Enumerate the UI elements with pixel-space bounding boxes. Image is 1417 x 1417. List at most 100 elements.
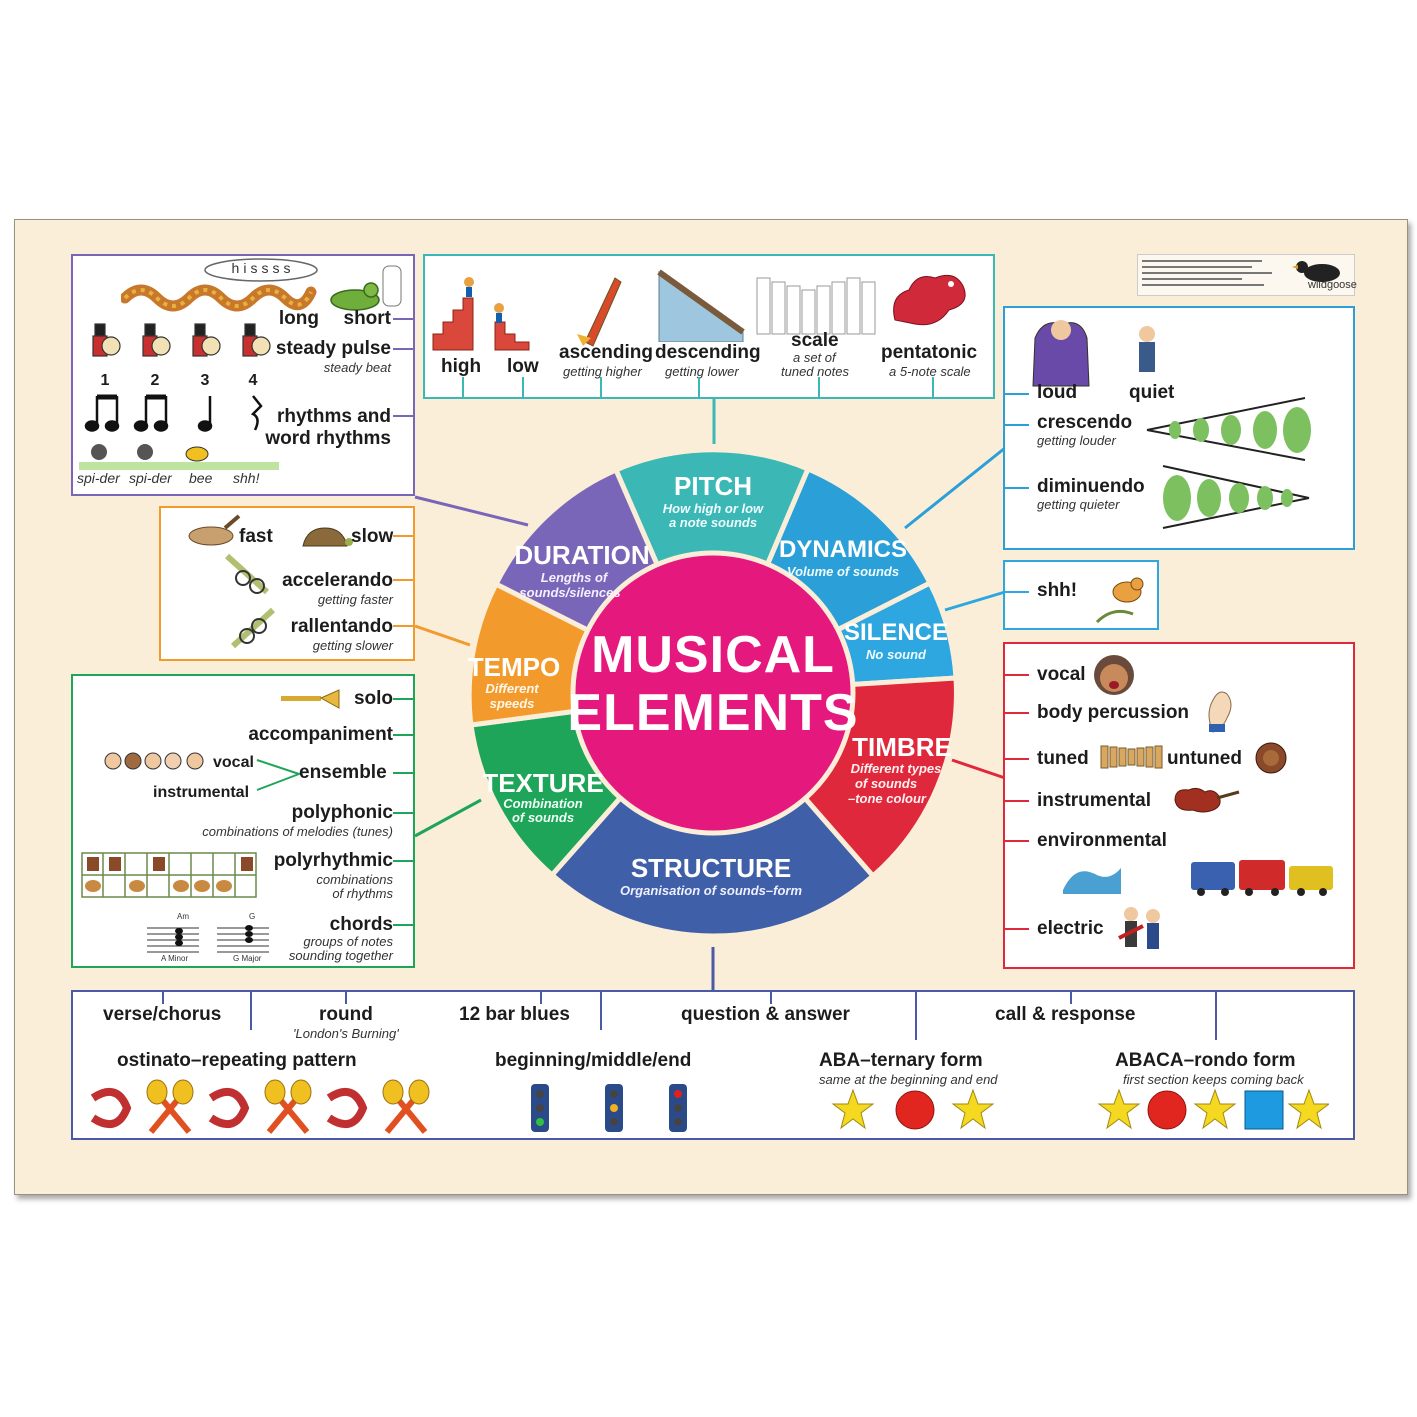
silence-ticks: [1005, 591, 1029, 593]
word-spider2: spi-der: [129, 470, 172, 486]
dynamics-loud: loud: [1037, 382, 1078, 403]
tempo-fast: fast: [239, 526, 273, 547]
singers-icon: [1032, 320, 1155, 387]
pitch-ascending: ascending: [559, 342, 653, 363]
structure-ostinato: ostinato–repeating pattern: [117, 1050, 357, 1071]
timbre-box: vocal body percussion tuned untuned inst…: [1003, 642, 1355, 969]
timbre-label: TIMBRE: [852, 732, 952, 762]
dynamics-desc1: Volume of sounds: [786, 564, 900, 579]
publisher-fineprint: [1142, 260, 1272, 286]
pitch-scale-sub2: tuned notes: [781, 364, 849, 379]
duration-desc2: sounds/silences: [519, 585, 621, 600]
pitch-descending: descending: [655, 342, 761, 363]
silence-label: SILENCE: [843, 619, 948, 646]
tempo-accelerando: accelerando: [282, 570, 393, 591]
rocket-icon: [577, 277, 622, 347]
chord-staff-2: [217, 925, 269, 953]
xylophone-icon: [1100, 745, 1163, 769]
tempo-ticks: [393, 535, 415, 627]
structure-round-sub: 'London's Burning': [293, 1026, 399, 1041]
timbre-electric: electric: [1037, 918, 1104, 939]
texture-ticks: [393, 698, 415, 926]
beat-2: 2: [150, 372, 160, 389]
connector-texture: [414, 798, 482, 838]
diminuendo-hairpin: [1162, 465, 1310, 529]
texture-polyrhythmic-sub1: combinations: [316, 872, 393, 887]
trumpet-icon: [281, 689, 340, 709]
aba-shapes-icon: [831, 1088, 995, 1130]
hiss-text: hissss: [231, 260, 295, 276]
abaca-shapes-icon: [1097, 1088, 1329, 1130]
dynamics-crescendo: crescendo: [1037, 412, 1133, 433]
pitch-pentatonic: pentatonic: [881, 342, 978, 363]
texture-chords: chords: [329, 914, 393, 935]
duration-label: DURATION: [514, 540, 650, 570]
pitch-scale: scale: [791, 330, 839, 351]
silence-shh: shh!: [1037, 580, 1078, 601]
steady-pulse: steady pulse: [275, 338, 391, 359]
poster: MUSICAL ELEMENTS PITCH How high or low a…: [14, 219, 1408, 1195]
structure-ticks: [162, 990, 1217, 1040]
violin-icon: [1174, 787, 1240, 813]
title-line1: MUSICAL: [591, 626, 835, 684]
xylophone-scale-icon: [756, 277, 876, 335]
drum-icon: [1255, 742, 1287, 774]
structure-box: verse/chorus round 'London's Burning' 12…: [71, 990, 1355, 1140]
timbre-instrumental: instrumental: [1037, 790, 1152, 811]
duration-box: hissss long short steady pulse steady be…: [71, 254, 415, 496]
pitch-desc1: How high or low: [662, 501, 764, 516]
duration-short: short: [343, 308, 392, 329]
snake-icon: [121, 258, 318, 312]
timbre-desc2: of sounds: [854, 776, 918, 791]
dynamics-box: loud quiet crescendo getting louder dimi…: [1003, 306, 1355, 550]
tempo-slow: slow: [351, 526, 394, 547]
pitch-pentatonic-sub: a 5-note scale: [889, 364, 971, 379]
chord1-top: Am: [177, 912, 189, 921]
chord-staff-1: [147, 927, 199, 953]
star-shape: [831, 1088, 875, 1130]
texture-instrumental: instrumental: [153, 784, 250, 801]
duration-ticks: [393, 318, 415, 417]
pitch-low: low: [507, 356, 539, 377]
texture-polyphonic: polyphonic: [291, 802, 393, 823]
timbre-tuned: tuned: [1037, 748, 1089, 769]
structure-abaca-sub: first section keeps coming back: [1123, 1072, 1304, 1087]
texture-polyphonic-sub: combinations of melodies (tunes): [202, 824, 393, 839]
structure-abaca: ABACA–rondo form: [1115, 1050, 1296, 1071]
choir-icon: [104, 752, 204, 770]
stairs-icons: [432, 277, 530, 351]
pitch-descending-sub: getting lower: [665, 364, 739, 379]
star-shape: [951, 1088, 995, 1130]
beat-4: 4: [248, 372, 258, 389]
timbre-desc1: Different types: [850, 761, 942, 776]
tempo-desc1: Different: [485, 681, 539, 696]
duration-desc1: Lengths of: [540, 570, 608, 585]
dynamics-crescendo-sub: getting louder: [1037, 433, 1116, 448]
structure-desc1: Organisation of sounds–form: [619, 883, 802, 898]
texture-desc2: of sounds: [511, 810, 575, 825]
steady-beat: steady beat: [323, 360, 391, 375]
tempo-rallentando: rallentando: [290, 616, 393, 637]
tempo-rallentando-sub: getting slower: [312, 638, 393, 653]
timbre-environmental: environmental: [1037, 830, 1167, 851]
tortoise-icon: [302, 527, 353, 547]
slide-icon: [657, 269, 745, 342]
texture-polyrhythmic: polyrhythmic: [273, 850, 393, 871]
timbre-desc3: –tone colour: [847, 791, 926, 806]
connector-dynamics: [904, 446, 1006, 530]
rhythms-line2: word rhythms: [265, 428, 391, 449]
publisher-name: wildgoose: [1308, 279, 1357, 291]
structure-round: round: [319, 1004, 373, 1025]
dynamics-label: DYNAMICS: [778, 536, 907, 563]
frog-icon: [330, 265, 402, 311]
hare-icon: [188, 514, 241, 546]
crescendo-hairpin: [1146, 397, 1311, 461]
wheel-diagram: [414, 397, 1006, 990]
texture-accompaniment: accompaniment: [248, 724, 393, 745]
connector-tempo: [414, 624, 471, 647]
texture-polyrhythmic-sub2: of rhythms: [332, 886, 393, 901]
structure-aba-sub: same at the beginning and end: [819, 1072, 998, 1087]
traffic-lights-icon: [531, 1084, 687, 1132]
word-bee: bee: [189, 470, 213, 486]
chord2-label: G Major: [233, 954, 262, 963]
